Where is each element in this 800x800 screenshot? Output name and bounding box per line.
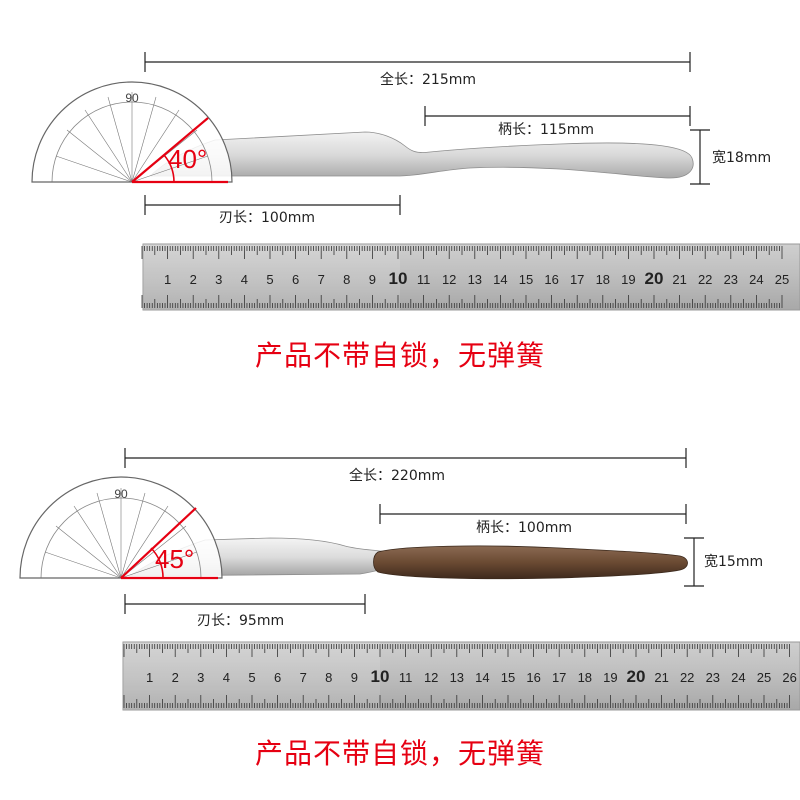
ruler-number: 11 [399, 670, 413, 685]
ruler-number: 25 [775, 272, 789, 287]
ruler-number: 9 [351, 670, 358, 685]
ruler-number: 25 [757, 670, 771, 685]
ruler-number: 20 [627, 667, 646, 686]
ruler-number: 16 [544, 272, 558, 287]
ruler-number: 6 [274, 670, 281, 685]
ruler-number: 5 [266, 272, 273, 287]
ruler-number: 22 [698, 272, 712, 287]
ruler-number: 3 [215, 272, 222, 287]
dimension-lines-2 [124, 448, 704, 614]
ruler-number: 7 [300, 670, 307, 685]
ruler-number: 11 [417, 272, 431, 287]
ruler-number: 14 [493, 272, 507, 287]
ruler-number: 12 [424, 670, 438, 685]
notice-text: 产品不带自锁，无弹簧 [254, 737, 545, 770]
ruler-number: 24 [731, 670, 745, 685]
width-label: 宽18mm [709, 149, 775, 167]
handle-length-label: 柄长：115mm [495, 121, 597, 139]
ruler-number: 4 [223, 670, 230, 685]
ruler-number: 7 [318, 272, 325, 287]
ruler-number: 21 [654, 670, 668, 685]
ruler-number: 20 [645, 269, 664, 288]
ruler-number: 19 [621, 272, 635, 287]
ruler-number: 21 [672, 272, 686, 287]
protractor-2: 90 [19, 476, 223, 580]
ruler-number: 18 [578, 670, 592, 685]
ruler-number: 9 [369, 272, 376, 287]
dimension-lines-1 [144, 52, 710, 215]
ruler-number: 15 [501, 670, 515, 685]
ruler-number: 19 [603, 670, 617, 685]
ruler-number: 15 [519, 272, 533, 287]
ruler-number: 1 [164, 272, 171, 287]
blade-length-label: 刃长：95mm [194, 612, 288, 630]
total-length-label: 全长：220mm [346, 467, 448, 485]
total-length-label: 全长：215mm [377, 71, 479, 89]
ruler-number: 23 [706, 670, 720, 685]
ruler-number: 17 [570, 272, 584, 287]
ruler-number: 4 [241, 272, 248, 287]
ruler-number: 18 [596, 272, 610, 287]
ruler-number: 8 [325, 670, 332, 685]
width-label: 宽15mm [701, 553, 767, 571]
ruler-number: 8 [343, 272, 350, 287]
ruler-number: 6 [292, 272, 299, 287]
ruler-number: 1 [146, 670, 153, 685]
protractor-mark-90: 90 [114, 487, 128, 501]
protractor-1: 90 [31, 81, 233, 184]
ruler-number: 2 [172, 670, 179, 685]
ruler-number: 5 [248, 670, 255, 685]
blade-angle-label: 40° [168, 144, 208, 174]
blade-angle-label: 45° [155, 544, 195, 574]
ruler-number: 17 [552, 670, 566, 685]
ruler-number: 24 [749, 272, 763, 287]
ruler-number: 12 [442, 272, 456, 287]
ruler-number: 23 [724, 272, 738, 287]
ruler-number: 16 [526, 670, 540, 685]
blade-length-label: 刃长：100mm [216, 209, 318, 227]
ruler-number: 26 [782, 670, 796, 685]
ruler-number: 10 [371, 667, 390, 686]
ruler-number: 13 [468, 272, 482, 287]
ruler-number: 13 [450, 670, 464, 685]
steel-knife [148, 131, 694, 179]
ruler-number: 10 [389, 269, 408, 288]
ruler-number: 2 [190, 272, 197, 287]
ruler-number: 14 [475, 670, 489, 685]
ruler-number: 3 [197, 670, 204, 685]
wooden-handle [373, 545, 688, 580]
handle-length-label: 柄长：100mm [473, 519, 575, 537]
notice-text: 产品不带自锁，无弹簧 [254, 339, 545, 372]
protractor-mark-90: 90 [125, 91, 139, 105]
ruler-number: 22 [680, 670, 694, 685]
